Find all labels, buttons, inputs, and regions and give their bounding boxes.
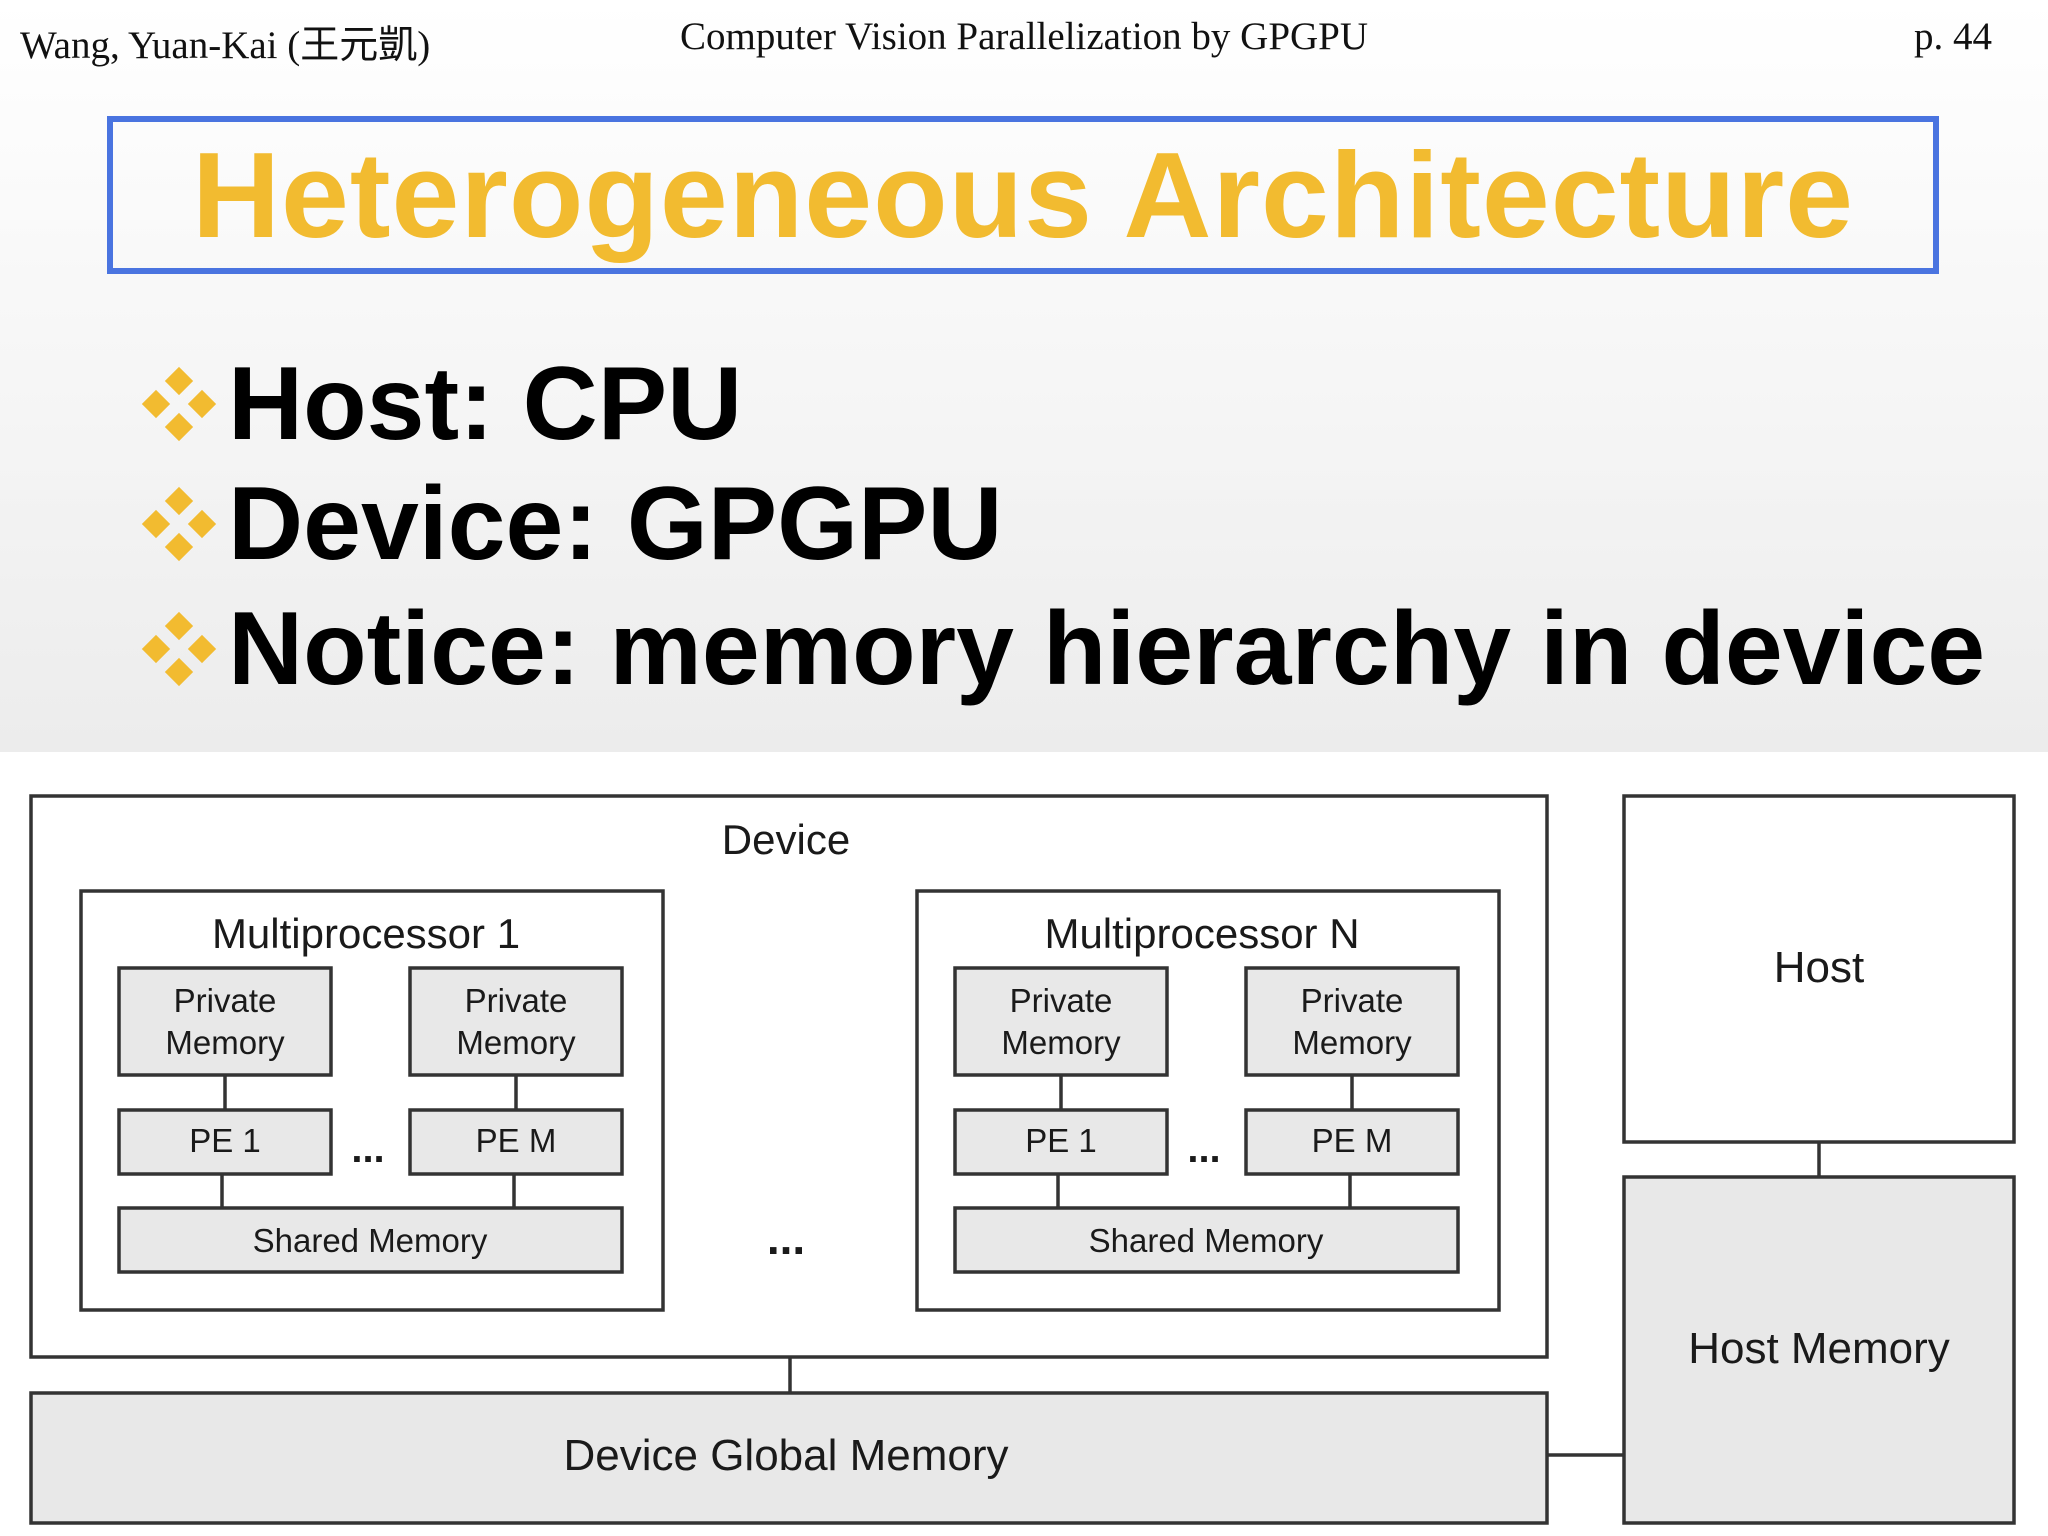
pe-box bbox=[117, 1108, 333, 1176]
pe-label: PE M bbox=[476, 1122, 557, 1159]
course-header: Computer Vision Parallelization by GPGPU bbox=[679, 15, 1369, 58]
shared-memory-label: Shared Memory bbox=[1089, 1222, 1324, 1259]
diamond-bullet-icon bbox=[141, 366, 217, 442]
pe-ellipsis: ... bbox=[1187, 1127, 1220, 1171]
pe-box bbox=[1244, 1108, 1460, 1176]
architecture-diagram: Device Multiprocessor 1 Multiprocessor N… bbox=[29, 794, 2016, 1525]
slide-title: Heterogeneous Architecture bbox=[191, 127, 1855, 263]
host-memory-box bbox=[1622, 1175, 2016, 1525]
shared-memory-box bbox=[117, 1206, 624, 1274]
bullet-text: Host: CPU bbox=[228, 345, 743, 462]
bullet-device: Device: GPGPU bbox=[140, 464, 1003, 584]
device-label: Device bbox=[722, 816, 850, 863]
host-box bbox=[1622, 794, 2016, 1144]
slide-background bbox=[0, 0, 2048, 752]
device-global-memory-label: Device Global Memory bbox=[563, 1431, 1008, 1480]
multiprocessor-ellipsis: ... bbox=[767, 1212, 805, 1264]
host-memory-label: Host Memory bbox=[1688, 1324, 1950, 1373]
pe-box bbox=[953, 1108, 1169, 1176]
bullet-text: Notice: memory hierarchy in device bbox=[228, 590, 1986, 707]
multiprocessor-title: Multiprocessor 1 bbox=[212, 910, 520, 957]
bullet-text: Device: GPGPU bbox=[228, 465, 1003, 582]
bullet-host: Host: CPU bbox=[140, 344, 742, 464]
private-memory-box bbox=[1244, 966, 1460, 1077]
multiprocessor-title: Multiprocessor N bbox=[1044, 910, 1359, 957]
shared-memory-label: Shared Memory bbox=[253, 1222, 488, 1259]
shared-memory-box bbox=[953, 1206, 1460, 1274]
page-number: p. 44 bbox=[1914, 15, 1992, 58]
author-header: Wang, Yuan-Kai (王元凱) bbox=[20, 24, 431, 67]
diamond-bullet-icon bbox=[141, 611, 217, 687]
pe-box bbox=[408, 1108, 624, 1176]
private-memory-box bbox=[117, 966, 333, 1077]
diamond-bullet-icon bbox=[141, 486, 217, 562]
pe-label: PE 1 bbox=[1025, 1122, 1097, 1159]
pe-label: PE 1 bbox=[189, 1122, 261, 1159]
bullet-notice: Notice: memory hierarchy in device bbox=[140, 589, 1985, 709]
private-memory-box bbox=[408, 966, 624, 1077]
host-label: Host bbox=[1774, 943, 1864, 992]
title-box: Heterogeneous Architecture bbox=[107, 116, 1939, 274]
pe-ellipsis: ... bbox=[351, 1127, 384, 1171]
pe-label: PE M bbox=[1312, 1122, 1393, 1159]
